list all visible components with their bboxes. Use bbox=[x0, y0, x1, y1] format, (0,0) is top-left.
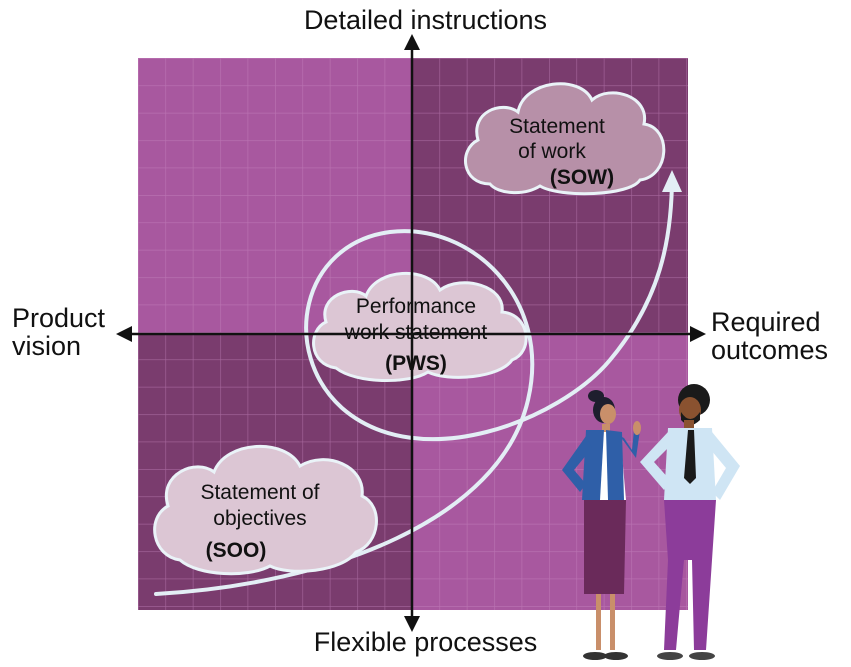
soo-line-2: objectives bbox=[213, 507, 306, 530]
axis-arrow-right bbox=[690, 326, 706, 342]
spiral-arrowhead bbox=[662, 170, 682, 192]
axis-arrow-left bbox=[116, 326, 132, 342]
axis-label-right-line-2: outcomes bbox=[711, 335, 829, 365]
soo-acronym: (SOO) bbox=[206, 539, 267, 562]
axis-label-top: Detailed instructions bbox=[303, 5, 548, 35]
people-illustration bbox=[562, 384, 740, 660]
axis-arrow-down bbox=[404, 616, 420, 632]
axis-label-right: Required outcomes bbox=[711, 308, 828, 364]
axis-label-bottom: Flexible processes bbox=[313, 627, 538, 657]
cloud-soo: Statement of objectives (SOO) bbox=[153, 445, 378, 576]
cloud-sow: Statement of work (SOW) bbox=[464, 82, 666, 196]
axis-arrow-up bbox=[404, 34, 420, 50]
axis-label-left-line-2: vision bbox=[12, 331, 82, 361]
pws-acronym: (PWS) bbox=[385, 352, 447, 375]
axis-label-left: Product vision bbox=[12, 304, 105, 360]
sow-acronym: (SOW) bbox=[550, 166, 614, 189]
spiral-arrow bbox=[154, 174, 674, 596]
man-figure bbox=[640, 384, 740, 660]
axis-label-right-line-1: Required bbox=[711, 307, 821, 337]
axis-label-left-line-1: Product bbox=[12, 303, 106, 333]
pws-line-2: work statement bbox=[344, 321, 488, 344]
woman-figure bbox=[562, 390, 641, 660]
sow-line-2: of work bbox=[518, 140, 586, 163]
soo-line-1: Statement of bbox=[200, 481, 319, 504]
pws-line-1: Performance bbox=[356, 295, 476, 318]
cloud-pws: Performance work statement (PWS) bbox=[312, 271, 528, 383]
sow-line-1: Statement bbox=[509, 115, 605, 138]
